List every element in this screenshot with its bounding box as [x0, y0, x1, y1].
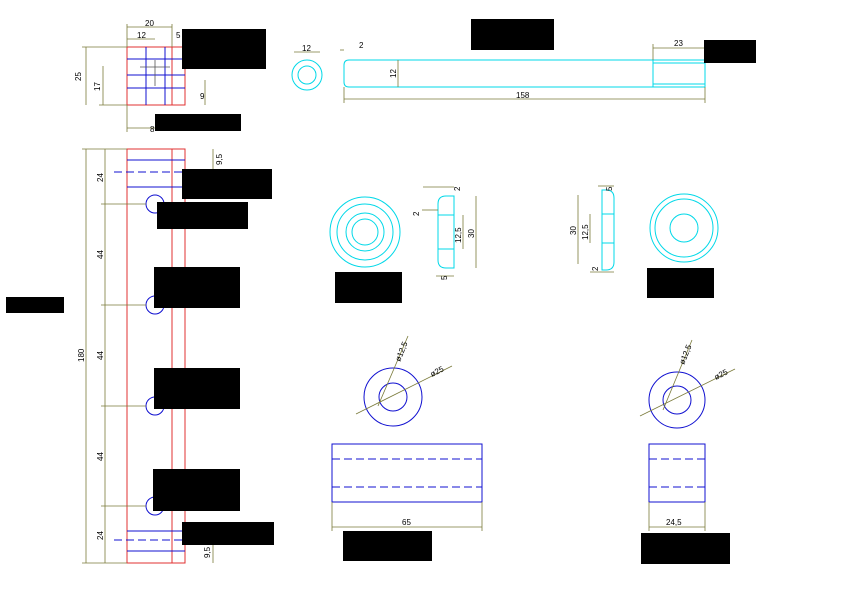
redacted-box — [182, 169, 272, 199]
rod-end-inner — [297, 65, 317, 85]
sleeve-long-inner — [378, 382, 408, 412]
sleeve-short-outer-dia-label: ø25 — [713, 367, 730, 382]
long-bar-outline — [126, 148, 186, 564]
rod-ring-dia-label: 12 — [302, 44, 311, 53]
rod-view: 12 2 12 23 158 — [291, 19, 756, 103]
hinge-height-label: 25 — [74, 72, 83, 81]
washer-profile — [437, 195, 455, 269]
hinge-block-outline — [126, 46, 186, 106]
sleeve-long-outer-dia-label: ø25 — [429, 364, 446, 379]
hinge-lower-label: 17 — [93, 82, 102, 91]
redacted-box — [157, 202, 248, 229]
bar-top-offset-label: 9,5 — [215, 153, 224, 165]
redacted-box — [182, 29, 266, 69]
washer-right-profile — [601, 189, 615, 271]
rod-dia-label: 12 — [389, 69, 398, 78]
hinge-slot-label: 5 — [176, 31, 181, 40]
redacted-box — [6, 297, 64, 313]
sleeve-long-view: ø12,5 ø25 65 — [331, 335, 483, 561]
bar-pitch1-label: 44 — [96, 250, 105, 259]
redacted-box — [153, 469, 240, 511]
hinge-base-label: 8 — [150, 125, 155, 134]
washer-left-bottom-label: 5 — [440, 275, 449, 280]
washer-left-edge-label: 2 — [412, 211, 421, 216]
redacted-box — [335, 272, 402, 303]
redacted-box — [641, 533, 730, 564]
washer-left-outer-label: 30 — [467, 229, 476, 238]
rod-body — [343, 59, 706, 88]
washer-right-bore — [669, 213, 699, 243]
sleeve-long-inner-dia-label: ø12,5 — [394, 340, 410, 363]
sleeve-long-length-label: 65 — [402, 518, 411, 527]
redacted-box — [182, 522, 274, 545]
sleeve-short-view: ø12,5 ø25 24,5 — [639, 339, 736, 564]
washer-right-bore-label: 12,5 — [581, 224, 590, 240]
bar-first-label: 24 — [96, 173, 105, 182]
washer-bore-outer — [345, 212, 385, 252]
redacted-box — [154, 368, 240, 409]
redacted-box — [155, 114, 241, 131]
hinge-block-view: 20 12 5 25 17 9 8 — [74, 19, 266, 134]
washer-bore — [351, 218, 379, 246]
sleeve-short-body — [648, 443, 706, 503]
redacted-box — [647, 268, 714, 298]
redacted-box — [704, 40, 756, 63]
sleeve-short-outer — [648, 371, 706, 429]
sleeve-long-body — [331, 443, 483, 503]
washer-right-outer-label: 30 — [569, 226, 578, 235]
washer-right-top-label: 5 — [605, 186, 614, 191]
hinge-inner-label: 12 — [137, 31, 146, 40]
washer-outer — [329, 196, 401, 268]
redacted-box — [154, 267, 240, 308]
hinge-width-label: 20 — [145, 19, 154, 28]
bar-pitch2-label: 44 — [96, 351, 105, 360]
washer-right-bottom-label: 2 — [591, 266, 600, 271]
sleeve-short-length-label: 24,5 — [666, 518, 682, 527]
bar-last-label: 24 — [96, 531, 105, 540]
hinge-step-label: 9 — [200, 92, 205, 101]
washer-right-rim — [654, 198, 714, 258]
sleeve-long-outer — [363, 367, 423, 427]
redacted-box — [471, 19, 554, 50]
rod-length-label: 158 — [516, 91, 530, 100]
washer-left-bore-label: 12,5 — [454, 227, 463, 243]
washer-right-view: 5 30 12,5 2 — [569, 185, 719, 298]
washer-left-view: 2 2 12,5 30 5 — [329, 186, 477, 303]
sleeve-short-inner — [662, 385, 692, 415]
washer-rim — [336, 203, 394, 261]
long-bar-view: 9,5 24 44 44 44 24 180 9,5 — [6, 148, 274, 564]
washer-right-outer — [649, 193, 719, 263]
bar-total-label: 180 — [77, 348, 86, 362]
rod-chamfer-label: 2 — [359, 41, 364, 50]
bar-bottom-offset-label: 9,5 — [203, 546, 212, 558]
bar-pitch3-label: 44 — [96, 452, 105, 461]
sleeve-short-inner-dia-label: ø12,5 — [678, 343, 694, 366]
rod-thread-label: 23 — [674, 39, 683, 48]
washer-left-top-label: 2 — [453, 186, 462, 191]
rod-end-outer — [291, 59, 323, 91]
redacted-box — [343, 531, 432, 561]
